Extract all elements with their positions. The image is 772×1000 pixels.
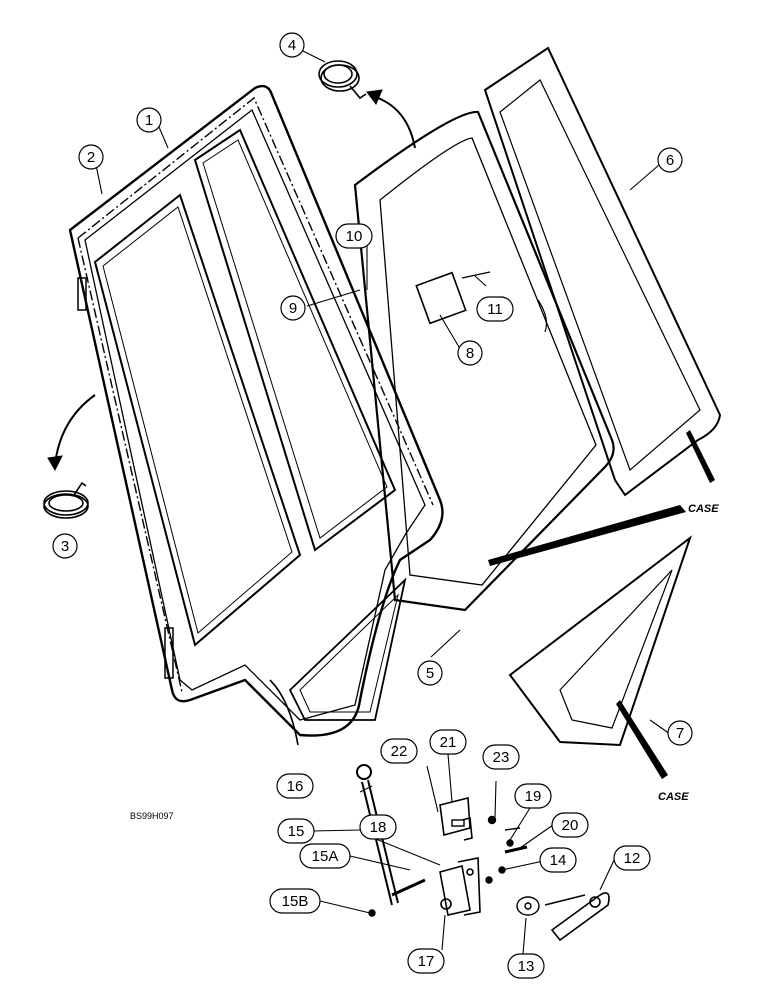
callout-8: 8 <box>457 340 483 366</box>
seal-ring-4 <box>318 60 367 100</box>
callout-11: 11 <box>476 296 514 322</box>
latch-handle <box>544 892 610 942</box>
washer <box>516 896 540 916</box>
door-frame <box>68 84 444 746</box>
figure-reference-code: BS99H097 <box>130 811 174 821</box>
svg-text:12: 12 <box>624 850 641 867</box>
callout-20: 20 <box>551 812 589 838</box>
callout-13: 13 <box>507 953 545 979</box>
svg-text:18: 18 <box>370 819 387 836</box>
case-brand-label-1: CASE <box>688 503 719 515</box>
callout-6: 6 <box>657 147 683 173</box>
callout-3: 3 <box>52 533 78 559</box>
callout-9: 9 <box>280 295 306 321</box>
arrows <box>47 89 416 472</box>
svg-text:10: 10 <box>346 228 363 245</box>
striker-plate <box>439 796 473 841</box>
callout-16: 16 <box>276 773 314 799</box>
svg-text:17: 17 <box>418 953 435 970</box>
window-glass-6 <box>483 46 722 497</box>
svg-text:15: 15 <box>288 823 305 840</box>
svg-text:21: 21 <box>440 734 457 751</box>
svg-text:19: 19 <box>525 788 542 805</box>
svg-text:4: 4 <box>288 37 296 54</box>
callout-19: 19 <box>514 783 552 809</box>
callout-12: 12 <box>613 845 651 871</box>
case-brand-label-2: CASE <box>658 791 689 803</box>
lock-rod <box>356 764 426 906</box>
svg-text:2: 2 <box>87 149 95 166</box>
leader-lines <box>94 49 671 955</box>
svg-text:8: 8 <box>466 345 474 362</box>
callout-10: 10 <box>335 223 373 249</box>
callout-14: 14 <box>539 847 577 873</box>
callout-15: 15 <box>277 818 315 844</box>
svg-text:15A: 15A <box>312 848 339 865</box>
callout-15B: 15B <box>269 888 321 914</box>
callout-21: 21 <box>429 729 467 755</box>
callout-7: 7 <box>667 720 693 746</box>
callout-17: 17 <box>407 948 445 974</box>
svg-text:14: 14 <box>550 852 567 869</box>
latch-assembly <box>439 857 481 916</box>
svg-text:1: 1 <box>145 112 153 129</box>
svg-text:11: 11 <box>487 301 503 318</box>
seal-ring-3 <box>43 481 89 519</box>
case-pointers <box>488 430 715 779</box>
callout-5: 5 <box>417 660 443 686</box>
callout-22: 22 <box>380 738 418 764</box>
callout-4: 4 <box>279 32 305 58</box>
svg-text:6: 6 <box>666 152 674 169</box>
svg-text:13: 13 <box>518 958 535 975</box>
svg-text:3: 3 <box>61 538 69 555</box>
door-panel <box>353 110 615 612</box>
svg-text:9: 9 <box>289 300 297 317</box>
svg-text:16: 16 <box>287 778 304 795</box>
callout-2: 2 <box>78 144 104 170</box>
svg-text:15B: 15B <box>282 893 309 910</box>
callout-18: 18 <box>359 814 397 840</box>
svg-text:22: 22 <box>391 743 408 760</box>
callout-23: 23 <box>482 744 520 770</box>
svg-text:7: 7 <box>676 725 684 742</box>
window-glass-7 <box>508 535 692 747</box>
svg-text:20: 20 <box>562 817 579 834</box>
svg-text:23: 23 <box>493 749 510 766</box>
callout-1: 1 <box>136 107 162 133</box>
callout-15A: 15A <box>299 843 351 869</box>
svg-text:5: 5 <box>426 665 434 682</box>
